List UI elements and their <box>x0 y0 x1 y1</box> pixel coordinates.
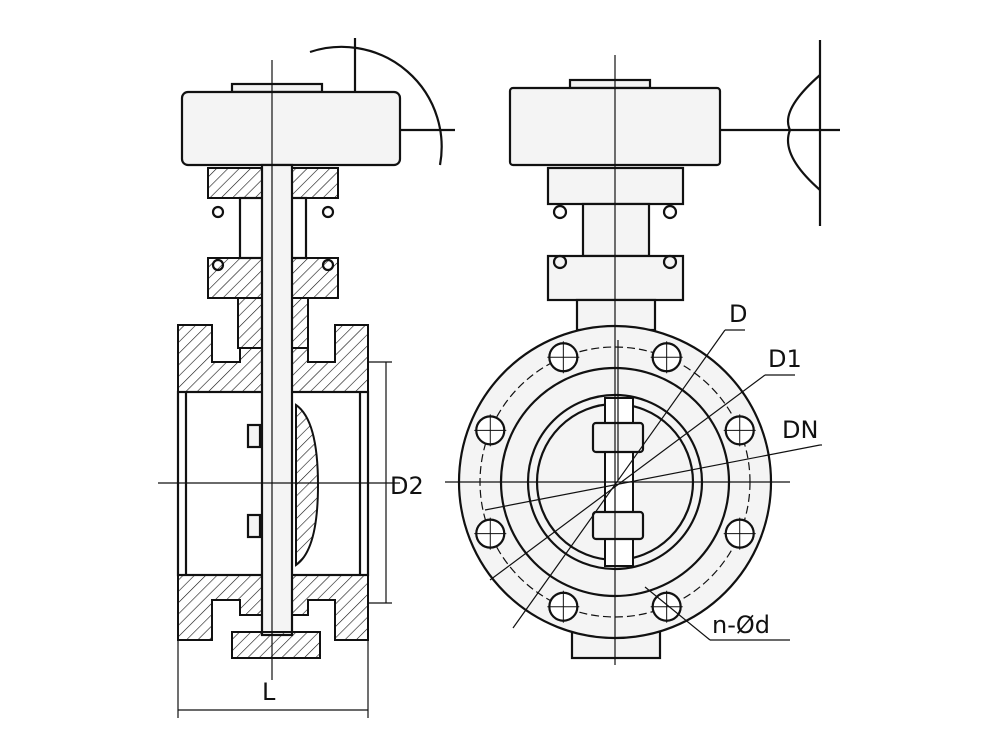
label-bolt-holes: n-Ød <box>712 611 770 639</box>
side-section-view: D2 L <box>158 38 455 718</box>
label-d1: D1 <box>768 345 802 373</box>
label-d2: D2 <box>390 472 424 500</box>
label-d: D <box>729 300 747 328</box>
label-l: L <box>262 678 276 706</box>
handwheel-arc <box>309 45 443 166</box>
stem <box>260 163 294 637</box>
label-dn: DN <box>782 416 818 444</box>
gearbox <box>180 90 402 167</box>
front-view: D D1 DN n-Ød <box>445 40 840 665</box>
